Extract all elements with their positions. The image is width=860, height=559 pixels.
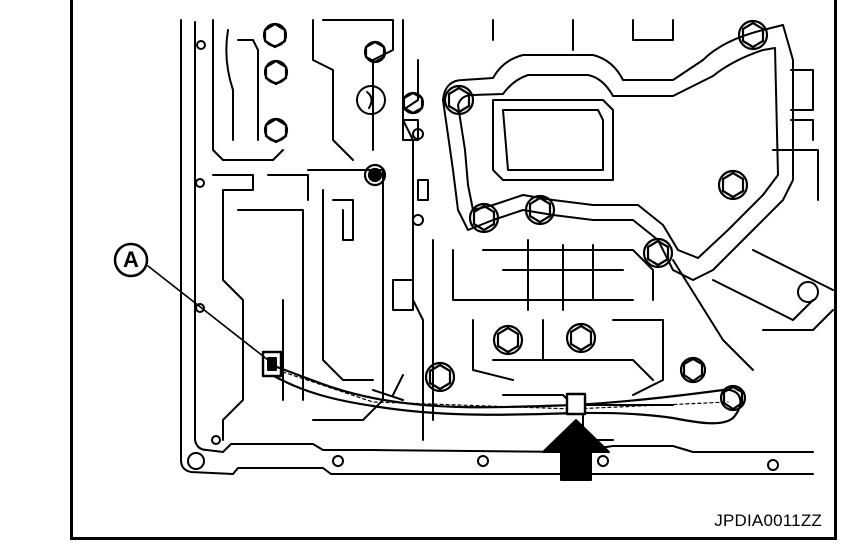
mount-hole — [211, 435, 221, 445]
mount-hole — [597, 455, 609, 467]
housing-inner-edge — [194, 21, 374, 453]
callout-label: A — [123, 247, 139, 272]
mount-hole — [797, 281, 819, 303]
mount-hole — [477, 455, 489, 467]
mount-hole — [412, 128, 424, 140]
mount-hole — [412, 214, 424, 226]
callout-circle — [113, 242, 149, 278]
connector-a — [261, 350, 283, 378]
arrow-up-icon — [542, 419, 610, 481]
housing-outline — [180, 19, 814, 475]
plug — [356, 85, 386, 115]
bolt — [424, 19, 769, 412]
diagram-frame: A JPDIA0011ZZ — [70, 0, 837, 540]
mount-hole — [767, 459, 779, 471]
valve-body-drawing — [113, 19, 834, 481]
callout-leader — [147, 265, 269, 361]
mount-hole — [187, 452, 205, 470]
harness-clip — [565, 392, 587, 416]
mount-hole — [332, 455, 344, 467]
bolt — [262, 22, 425, 187]
gasket-plate — [442, 24, 794, 281]
mount-hole — [196, 40, 206, 50]
wire-harness — [272, 364, 742, 425]
mount-hole — [195, 178, 205, 188]
mount-hole — [195, 303, 205, 313]
figure-code: JPDIA0011ZZ — [714, 511, 822, 530]
